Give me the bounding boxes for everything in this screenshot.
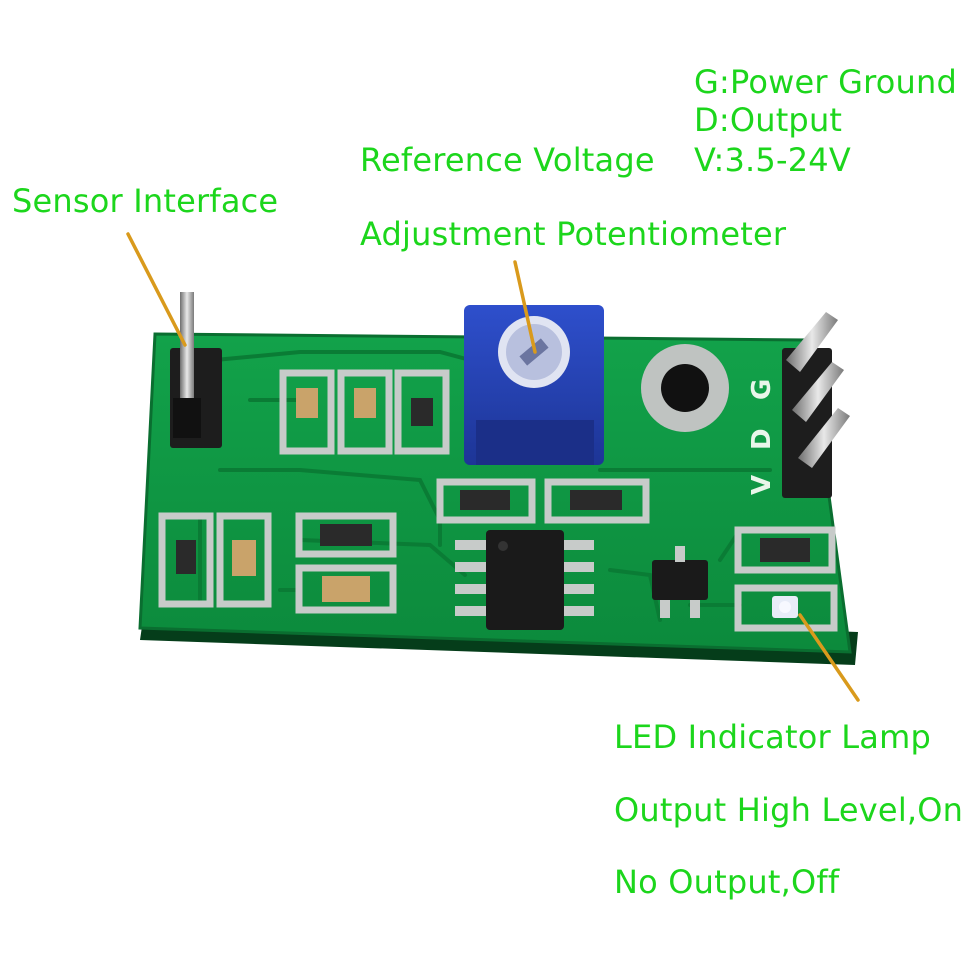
leader-led [798,613,860,702]
silk-v: V [747,475,777,495]
label-sensor-interface: Sensor Interface [12,182,279,220]
transistor [652,546,708,618]
sensor-interface-header [170,292,222,448]
smd-pads-right [734,526,838,632]
label-adjustment-potentiometer: Adjustment Potentiometer [360,215,787,253]
mounting-hole [641,344,729,432]
leader-lines [126,232,860,702]
potentiometer [464,305,604,465]
label-reference-voltage: Reference Voltage [360,141,655,179]
smd-pads-left [158,512,397,614]
label-no-output: No Output,Off [614,863,840,901]
led-lamp [772,596,798,618]
label-pin-g: G:Power Ground [694,63,958,101]
leader-potentiometer [513,260,537,354]
leader-sensor-interface [126,232,187,347]
smd-pads-top [279,369,450,455]
label-led-indicator: LED Indicator Lamp [614,718,931,756]
smd-pads-middle [436,478,650,524]
label-output-high: Output High Level,On [614,791,964,829]
output-header [782,312,850,498]
label-pin-d: D:Output [694,101,843,139]
silk-g: G [747,379,777,400]
label-pin-v: V:3.5-24V [694,141,851,179]
ic-chip [455,530,594,630]
silk-d: D [747,428,777,450]
silkscreen-pin-labels: G D V [747,379,777,495]
